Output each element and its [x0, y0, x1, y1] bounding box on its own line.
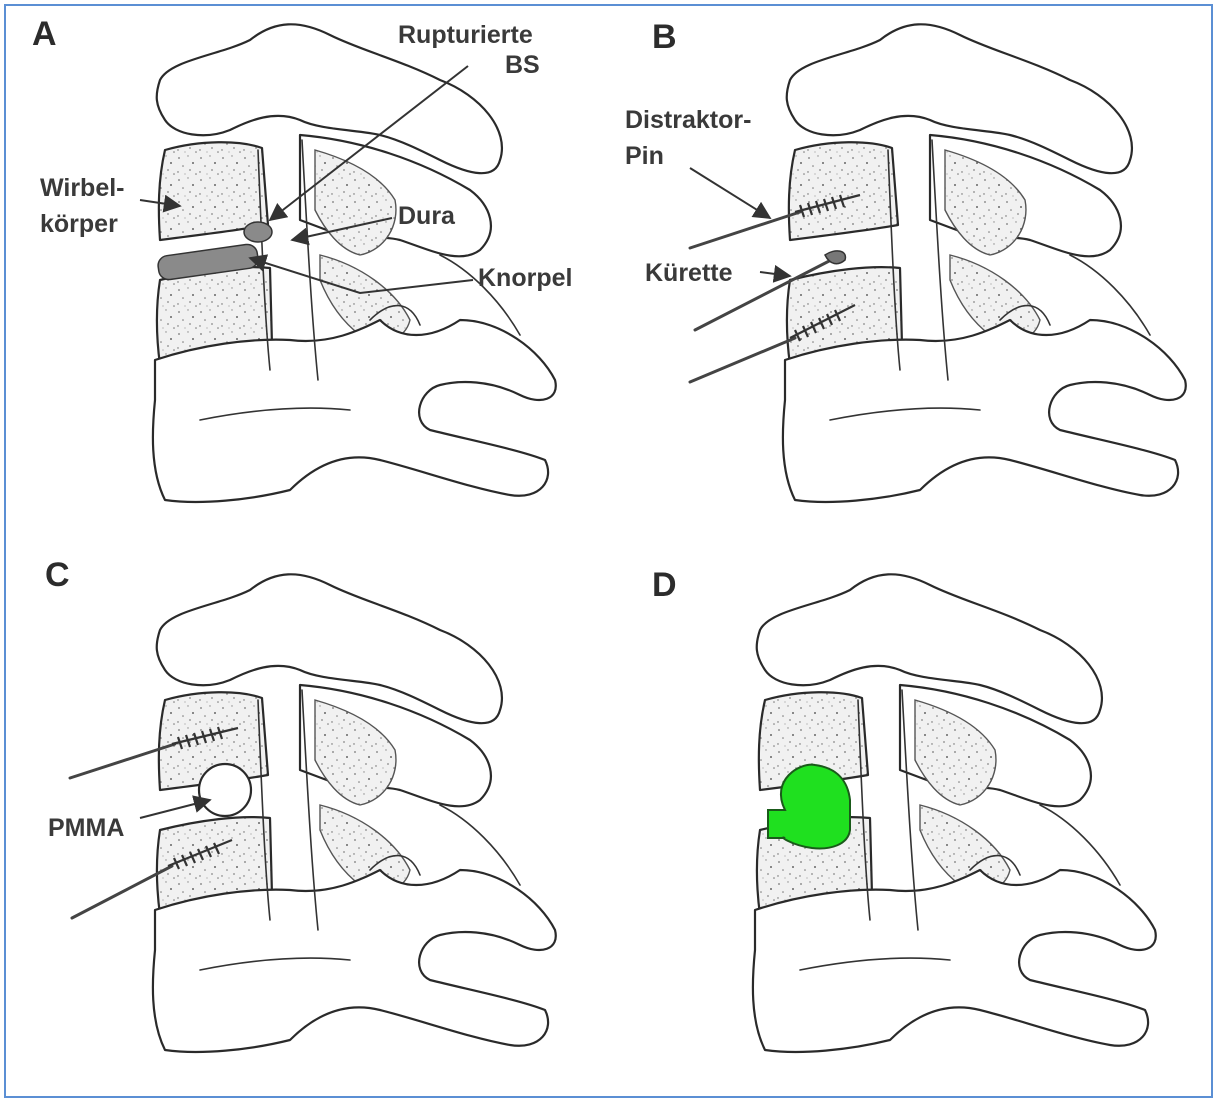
arrow-distraktor: [690, 168, 770, 218]
label-ruptured-line1: Rupturierte: [398, 21, 533, 49]
disc-bulge: [244, 222, 272, 242]
panel-d-letter: D: [652, 566, 677, 604]
label-knorpel: Knorpel: [478, 264, 572, 292]
distraktor-pin-lower: [690, 338, 795, 382]
label-kurette: Kürette: [645, 259, 733, 287]
label-wirbel-line2: körper: [40, 210, 118, 238]
label-distraktor-line2: Pin: [625, 142, 664, 170]
label-ruptured-line2: BS: [505, 51, 540, 79]
distraktor-pin-upper: [690, 212, 800, 248]
label-distraktor-line1: Distraktor-: [625, 106, 751, 134]
label-wirbel-line1: Wirbel-: [40, 174, 125, 202]
panel-d: D: [652, 566, 1156, 1052]
pmma-cavity: [199, 764, 251, 816]
panel-b-letter: B: [652, 18, 677, 56]
arrow-kurette: [760, 272, 790, 276]
arrow-pmma: [140, 800, 210, 818]
panel-c-letter: C: [45, 556, 70, 594]
panel-a-letter: A: [32, 15, 57, 53]
panel-a: A Rupturierte BS Wirbel- körper Dura Kno…: [32, 15, 572, 502]
panel-b: B Distraktor- Pin Kürette: [625, 18, 1186, 502]
label-dura: Dura: [398, 202, 456, 230]
label-pmma: PMMA: [48, 814, 124, 842]
panel-c: C PMMA: [45, 556, 556, 1052]
